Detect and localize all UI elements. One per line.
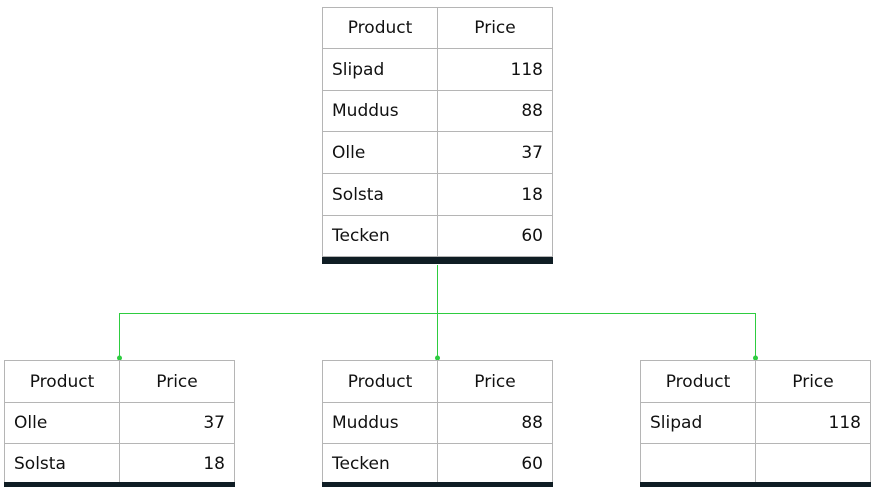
table-row: Muddus 88 [322,402,553,444]
root-table: Product Price Slipad 118 Muddus 88 Olle … [322,7,553,257]
price-cell: 18 [437,173,553,216]
price-cell: 60 [437,443,553,485]
column-header-product: Product [322,7,438,49]
column-header-product: Product [322,360,438,403]
left-table: Product Price Olle 37 Solsta 18 [4,360,235,485]
product-cell: Solsta [322,173,438,216]
price-cell [755,443,871,485]
header-row: Product Price [322,360,553,403]
table-row: Olle 37 [4,402,235,444]
header-row: Product Price [640,360,871,403]
product-cell: Slipad [640,402,756,444]
column-header-price: Price [437,7,553,49]
column-header-price: Price [755,360,871,403]
column-header-product: Product [640,360,756,403]
table-row: Muddus 88 [322,90,553,132]
table-row: Tecken 60 [322,443,553,485]
column-header-price: Price [119,360,235,403]
table-row: Solsta 18 [322,173,553,216]
product-cell: Tecken [322,443,438,485]
product-cell: Olle [4,402,120,444]
product-cell: Muddus [322,90,438,132]
column-header-product: Product [4,360,120,403]
price-cell: 118 [437,48,553,91]
price-cell: 118 [755,402,871,444]
right-table-footer-bar [640,482,871,487]
price-cell: 88 [437,90,553,132]
header-row: Product Price [4,360,235,403]
price-cell: 37 [437,131,553,174]
price-cell: 60 [437,215,553,257]
product-cell: Olle [322,131,438,174]
column-header-price: Price [437,360,553,403]
table-row: Slipad 118 [640,402,871,444]
product-cell: Muddus [322,402,438,444]
table-row: Solsta 18 [4,443,235,485]
product-cell: Solsta [4,443,120,485]
product-cell: Slipad [322,48,438,91]
table-row: Tecken 60 [322,215,553,257]
table-row: Slipad 118 [322,48,553,91]
header-row: Product Price [322,7,553,49]
middle-table: Product Price Muddus 88 Tecken 60 [322,360,553,485]
product-cell: Tecken [322,215,438,257]
price-cell: 37 [119,402,235,444]
table-row [640,443,871,485]
table-row: Olle 37 [322,131,553,174]
middle-table-footer-bar [322,482,553,487]
product-cell [640,443,756,485]
left-table-footer-bar [4,482,235,487]
price-cell: 18 [119,443,235,485]
root-table-footer-bar [322,257,553,264]
price-cell: 88 [437,402,553,444]
right-table: Product Price Slipad 118 [640,360,871,485]
